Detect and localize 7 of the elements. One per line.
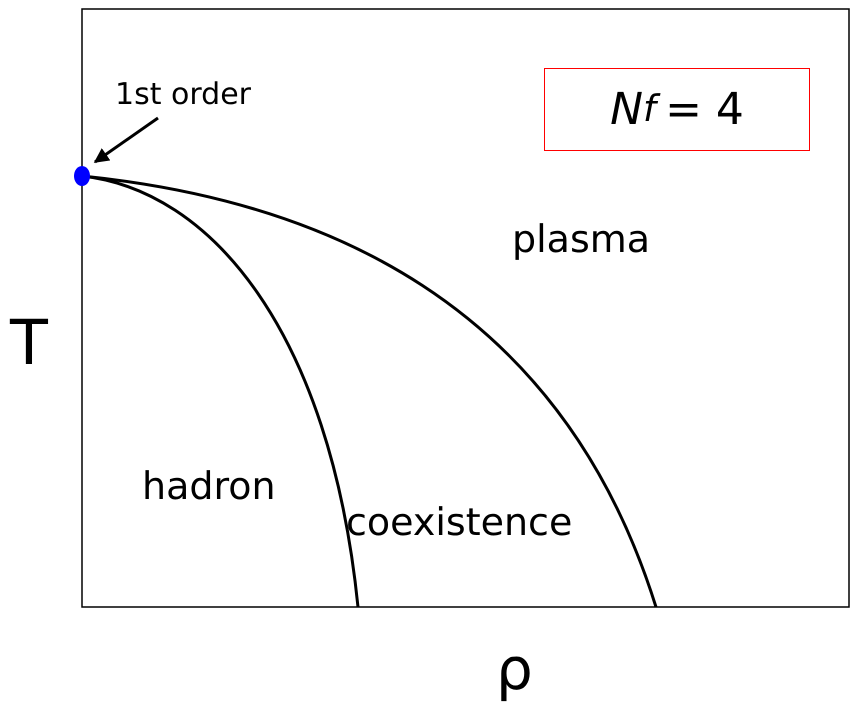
annotation-text: 1st order	[115, 80, 252, 110]
critical-point-dot	[74, 166, 90, 186]
region-label: hadron	[142, 467, 276, 505]
region-label: plasma	[512, 220, 650, 258]
axis-label: T	[10, 312, 48, 374]
leader-arrow	[94, 116, 159, 164]
region-label: coexistence	[346, 503, 572, 541]
